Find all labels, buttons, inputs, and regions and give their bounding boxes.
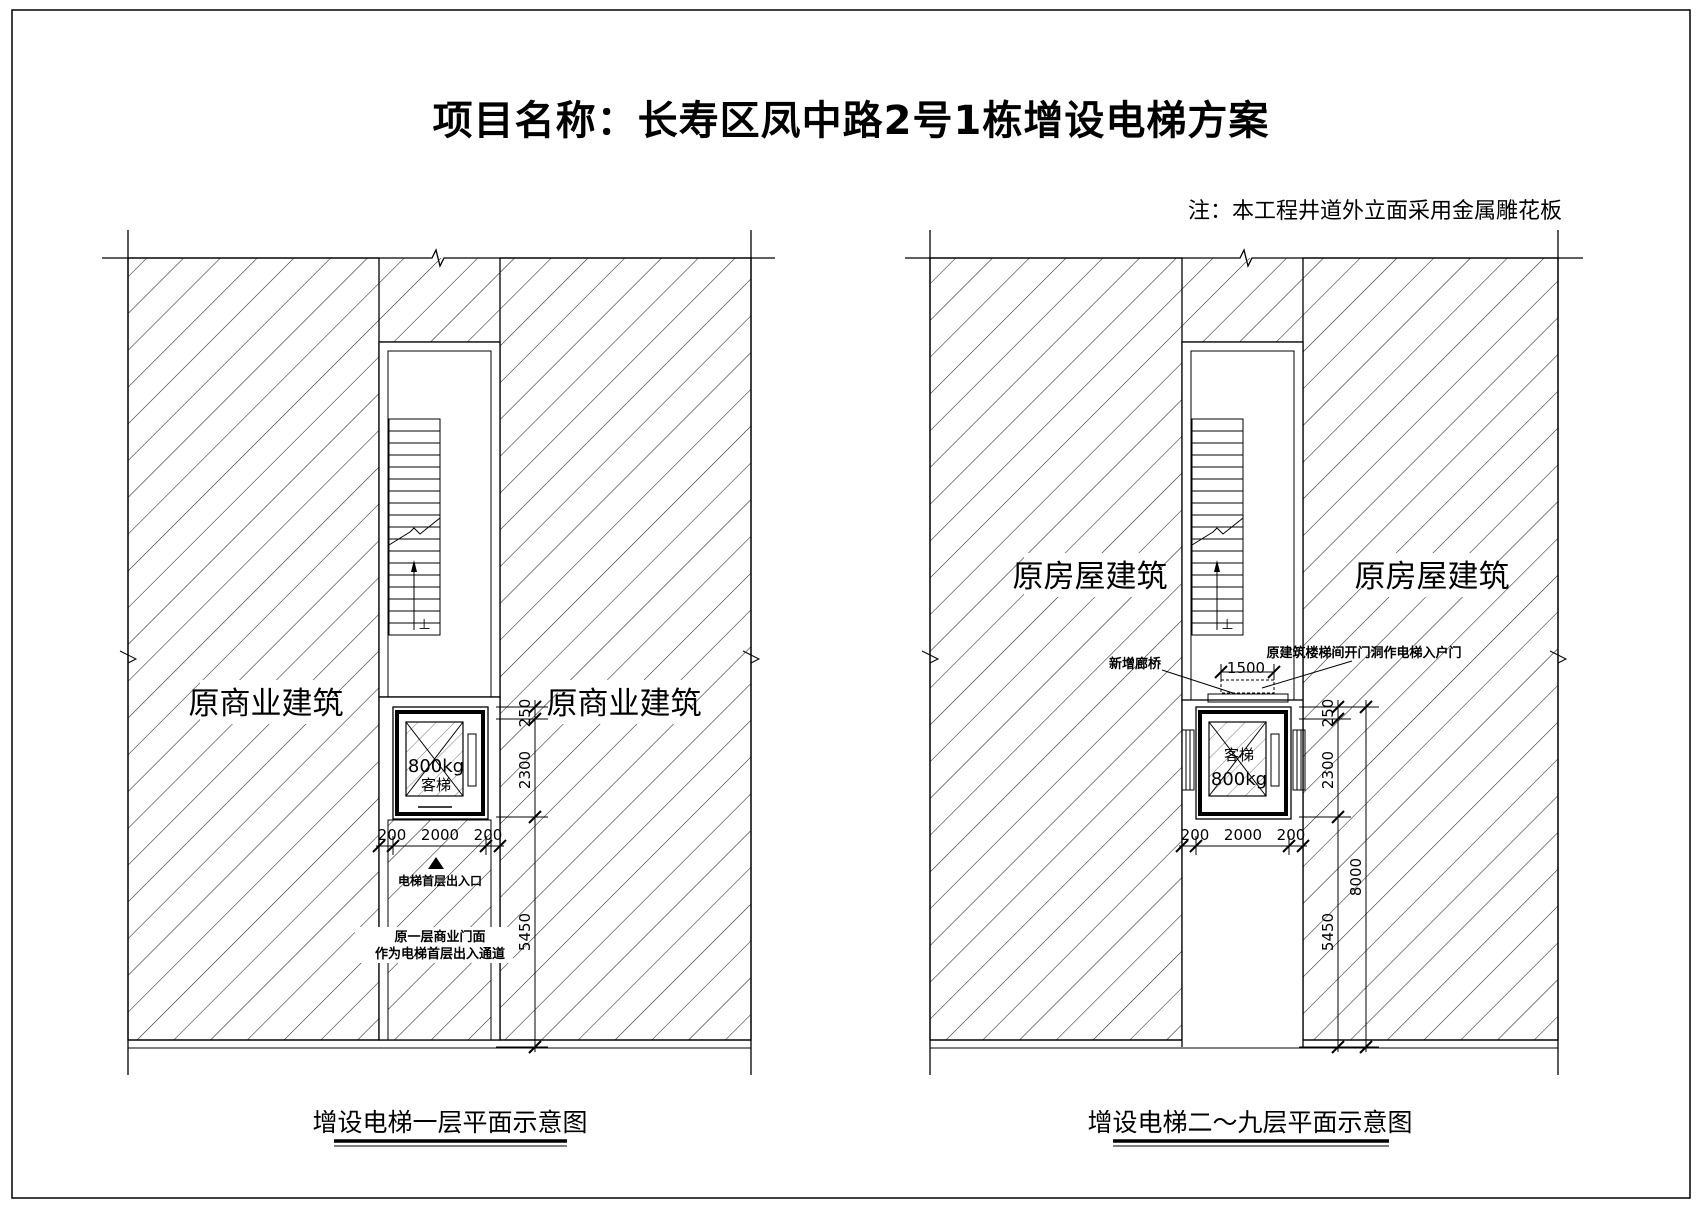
left-building-west (127, 257, 380, 1041)
elevator-capacity: 800kg (1211, 769, 1267, 790)
right-building-label-west: 原房屋建筑 (1013, 559, 1168, 595)
stair-treads (388, 418, 441, 636)
new-bridge (1220, 679, 1275, 694)
sheet-border (11, 9, 1691, 1199)
counterweight (467, 733, 477, 787)
elevator-capacity: 800kg (408, 756, 464, 777)
dim-2300: 2300 (516, 751, 534, 789)
stairwell (1190, 350, 1295, 701)
stair-up-label: 上 (1222, 618, 1233, 631)
right-plan-caption: 增设电梯二～九层平面示意图 (1087, 1108, 1412, 1137)
counterweight (1270, 733, 1280, 787)
dim-1500: 1500 (1227, 659, 1265, 677)
stair-treads (1191, 418, 1244, 636)
elevator-type: 客梯 (1224, 746, 1254, 764)
right-building-east (1302, 257, 1559, 1041)
bridge-label: 新增廊桥 (1109, 656, 1162, 672)
dim-2000: 2000 (1224, 826, 1262, 844)
left-vertical-dimensions: 250 2300 5450 (496, 699, 548, 1054)
right-building-label-east: 原房屋建筑 (1355, 559, 1510, 595)
dim-8000: 8000 (1347, 858, 1365, 896)
right-vertical-dimensions: 250 2300 5450 8000 (1299, 699, 1379, 1054)
dim-200-right: 200 (474, 826, 503, 844)
shaft-panel-east (1292, 729, 1306, 791)
left-building-label-west: 原商业建筑 (189, 686, 344, 722)
right-plan: 上 新增廊桥 原建筑楼梯间开门洞作电梯入户门 1500 (905, 230, 1583, 1147)
left-plan: 上 800kg 客梯 电梯首层出入口 原一层商业门面 作为电梯首层出入通道 原商… (102, 230, 775, 1147)
dim-2000: 2000 (421, 826, 459, 844)
shaft-panel-west (1181, 729, 1195, 791)
dim-5450: 5450 (516, 913, 534, 951)
passage-note-1: 原一层商业门面 (394, 929, 485, 945)
passage-note-2: 作为电梯首层出入通道 (375, 946, 505, 962)
project-title: 项目名称：长寿区凤中路2号1栋增设电梯方案 (432, 98, 1270, 144)
dim-200-left: 200 (378, 826, 407, 844)
entrance-arrow-icon (428, 857, 444, 869)
dim-2300: 2300 (1319, 751, 1337, 789)
dim-250: 250 (516, 699, 534, 728)
left-building-east (499, 257, 752, 1041)
dim-200-left: 200 (1181, 826, 1210, 844)
stair-up-label: 上 (419, 618, 430, 631)
elevator-type: 客梯 (421, 776, 451, 794)
entrance-label: 电梯首层出入口 (398, 873, 482, 888)
dim-200-right: 200 (1277, 826, 1306, 844)
dim-5450: 5450 (1319, 913, 1337, 951)
left-horizontal-dimensions: 200 2000 200 (372, 826, 507, 855)
design-note: 注：本工程井道外立面采用金属雕花板 (1187, 199, 1562, 224)
door-label: 原建筑楼梯间开门洞作电梯入户门 (1266, 645, 1461, 661)
right-horizontal-dimensions: 200 2000 200 (1175, 826, 1310, 855)
right-building-west (929, 257, 1183, 1041)
left-building-label-east: 原商业建筑 (547, 686, 702, 722)
left-plan-caption: 增设电梯一层平面示意图 (312, 1108, 587, 1137)
dim-250: 250 (1319, 699, 1337, 728)
